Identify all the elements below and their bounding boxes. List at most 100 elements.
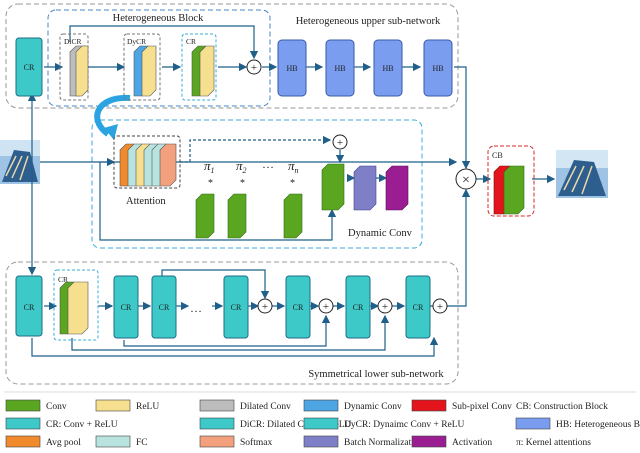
legend-swatch xyxy=(411,399,447,412)
kernel-conv-n xyxy=(283,193,303,239)
legend-label: Sub-pixel Conv xyxy=(452,402,512,412)
svg-text:CB: CB xyxy=(492,151,503,160)
legend-item: DyCR: Dynaimc Conv + ReLU xyxy=(303,417,465,430)
pi-2-label: π2 xyxy=(236,158,247,175)
legend-label: CB: Construction Block xyxy=(516,402,608,412)
svg-text:CR: CR xyxy=(231,303,242,312)
upper-residual-add: + xyxy=(246,59,262,75)
lower-cr-block-1: CR xyxy=(15,275,43,337)
legend-swatch xyxy=(199,435,235,448)
svg-text:CR: CR xyxy=(58,275,68,284)
hb-block-3: HB xyxy=(373,39,403,97)
legend-item: FC xyxy=(95,435,148,448)
svg-text:+: + xyxy=(337,137,343,149)
svg-text:HB: HB xyxy=(382,64,393,73)
lower-subnetwork-region xyxy=(5,261,459,385)
lower-cr-block-6: CR xyxy=(345,275,371,339)
activation-layer xyxy=(385,165,409,211)
svg-text:CR: CR xyxy=(293,303,304,312)
legend-swatch xyxy=(303,435,339,448)
legend-item: Activation xyxy=(411,435,492,448)
legend-item: Sub-pixel Conv xyxy=(411,399,512,412)
heterogeneous-block-title: Heterogeneous Block xyxy=(113,13,204,24)
kernel-aggregate-add: + xyxy=(332,134,348,150)
lower-add-3: + xyxy=(377,298,393,314)
svg-text:CR: CR xyxy=(24,303,35,312)
legend-label: Activation xyxy=(452,438,492,448)
attention-block xyxy=(113,135,181,189)
fusion-multiply: × xyxy=(455,168,477,190)
legend-item: HB: Heterogeneous Block xyxy=(515,417,640,430)
svg-text:CR: CR xyxy=(121,303,132,312)
lower-add-2: + xyxy=(318,298,334,314)
hb-cr-block: CR xyxy=(181,33,217,101)
legend-item: Dynamic Conv xyxy=(303,399,402,412)
legend-swatch xyxy=(5,435,41,448)
star-n: * xyxy=(290,178,295,189)
svg-text:+: + xyxy=(437,301,443,313)
lower-cr-block-5: CR xyxy=(285,275,311,339)
dynamic-conv-kernel xyxy=(321,163,345,211)
legend-swatch xyxy=(5,399,41,412)
dicr-block: DiCR xyxy=(59,33,89,101)
lower-cr-block-3: CR xyxy=(151,275,177,339)
legend-label: ReLU xyxy=(136,402,159,412)
legend: Conv ReLU Dilated Conv Dynamic Conv Sub-pixe… xyxy=(5,399,640,448)
upper-cr-block: CR xyxy=(15,37,43,97)
legend-label: Avg pool xyxy=(46,438,81,448)
svg-text:+: + xyxy=(262,301,268,313)
svg-text:DiCR: DiCR xyxy=(64,37,82,46)
svg-text:CR: CR xyxy=(186,37,196,46)
lower-cr-block-7: CR xyxy=(405,275,431,339)
lower-add-4: + xyxy=(432,298,448,314)
legend-item: CR: Conv + ReLU xyxy=(5,417,118,430)
construction-block: CB xyxy=(487,145,535,217)
legend-item: Conv xyxy=(5,399,67,412)
svg-text:+: + xyxy=(382,301,388,313)
attention-title: Attention xyxy=(126,196,166,207)
legend-swatch xyxy=(303,417,339,430)
legend-swatch xyxy=(303,399,339,412)
dynamic-conv-title: Dynamic Conv xyxy=(348,228,413,239)
dycr-block: DyCR xyxy=(123,33,161,101)
legend-item: Batch Normalization xyxy=(303,435,424,448)
svg-text:HB: HB xyxy=(334,64,345,73)
legend-swatch xyxy=(515,417,551,430)
kernel-conv-2 xyxy=(227,193,247,239)
svg-text:CR: CR xyxy=(413,303,424,312)
lower-ellipsis: … xyxy=(190,301,202,315)
svg-text:HB: HB xyxy=(286,64,297,73)
legend-item: π: Kernel attentions xyxy=(516,438,591,448)
legend-item: ReLU xyxy=(95,399,159,412)
hb-block-4: HB xyxy=(423,39,453,97)
lower-cr-block-4: CR xyxy=(223,275,249,339)
upper-subnetwork-region xyxy=(5,3,459,109)
batch-norm-layer xyxy=(353,165,377,211)
input-image xyxy=(0,140,40,184)
lower-add-1: + xyxy=(257,298,273,314)
legend-label: FC xyxy=(136,438,148,448)
legend-swatch xyxy=(199,399,235,412)
output-image xyxy=(556,150,608,198)
svg-text:DyCR: DyCR xyxy=(127,37,146,46)
upper-network-title: Heterogeneous upper sub-network xyxy=(296,16,441,27)
lower-network-title: Symmetrical lower sub-network xyxy=(308,369,444,380)
kernel-conv-1 xyxy=(195,193,215,239)
legend-item: Dilated Conv xyxy=(199,399,291,412)
dynamic-conv-region xyxy=(91,119,423,249)
legend-label: Dynamic Conv xyxy=(344,402,402,412)
legend-label: π: Kernel attentions xyxy=(516,438,591,448)
svg-text:CR: CR xyxy=(159,303,170,312)
hb-block-1: HB xyxy=(277,39,307,97)
legend-item: CB: Construction Block xyxy=(516,402,608,412)
svg-text:+: + xyxy=(323,301,329,313)
legend-swatch xyxy=(95,399,131,412)
legend-label: CR: Conv + ReLU xyxy=(46,420,118,430)
heterogeneous-block-region xyxy=(47,9,271,107)
svg-text:×: × xyxy=(462,173,470,188)
hb-block-2: HB xyxy=(325,39,355,97)
pi-1-label: π1 xyxy=(204,158,215,175)
legend-label: DiCR: Dilated Conv + ReLU xyxy=(240,420,352,430)
svg-text:HB: HB xyxy=(432,64,443,73)
